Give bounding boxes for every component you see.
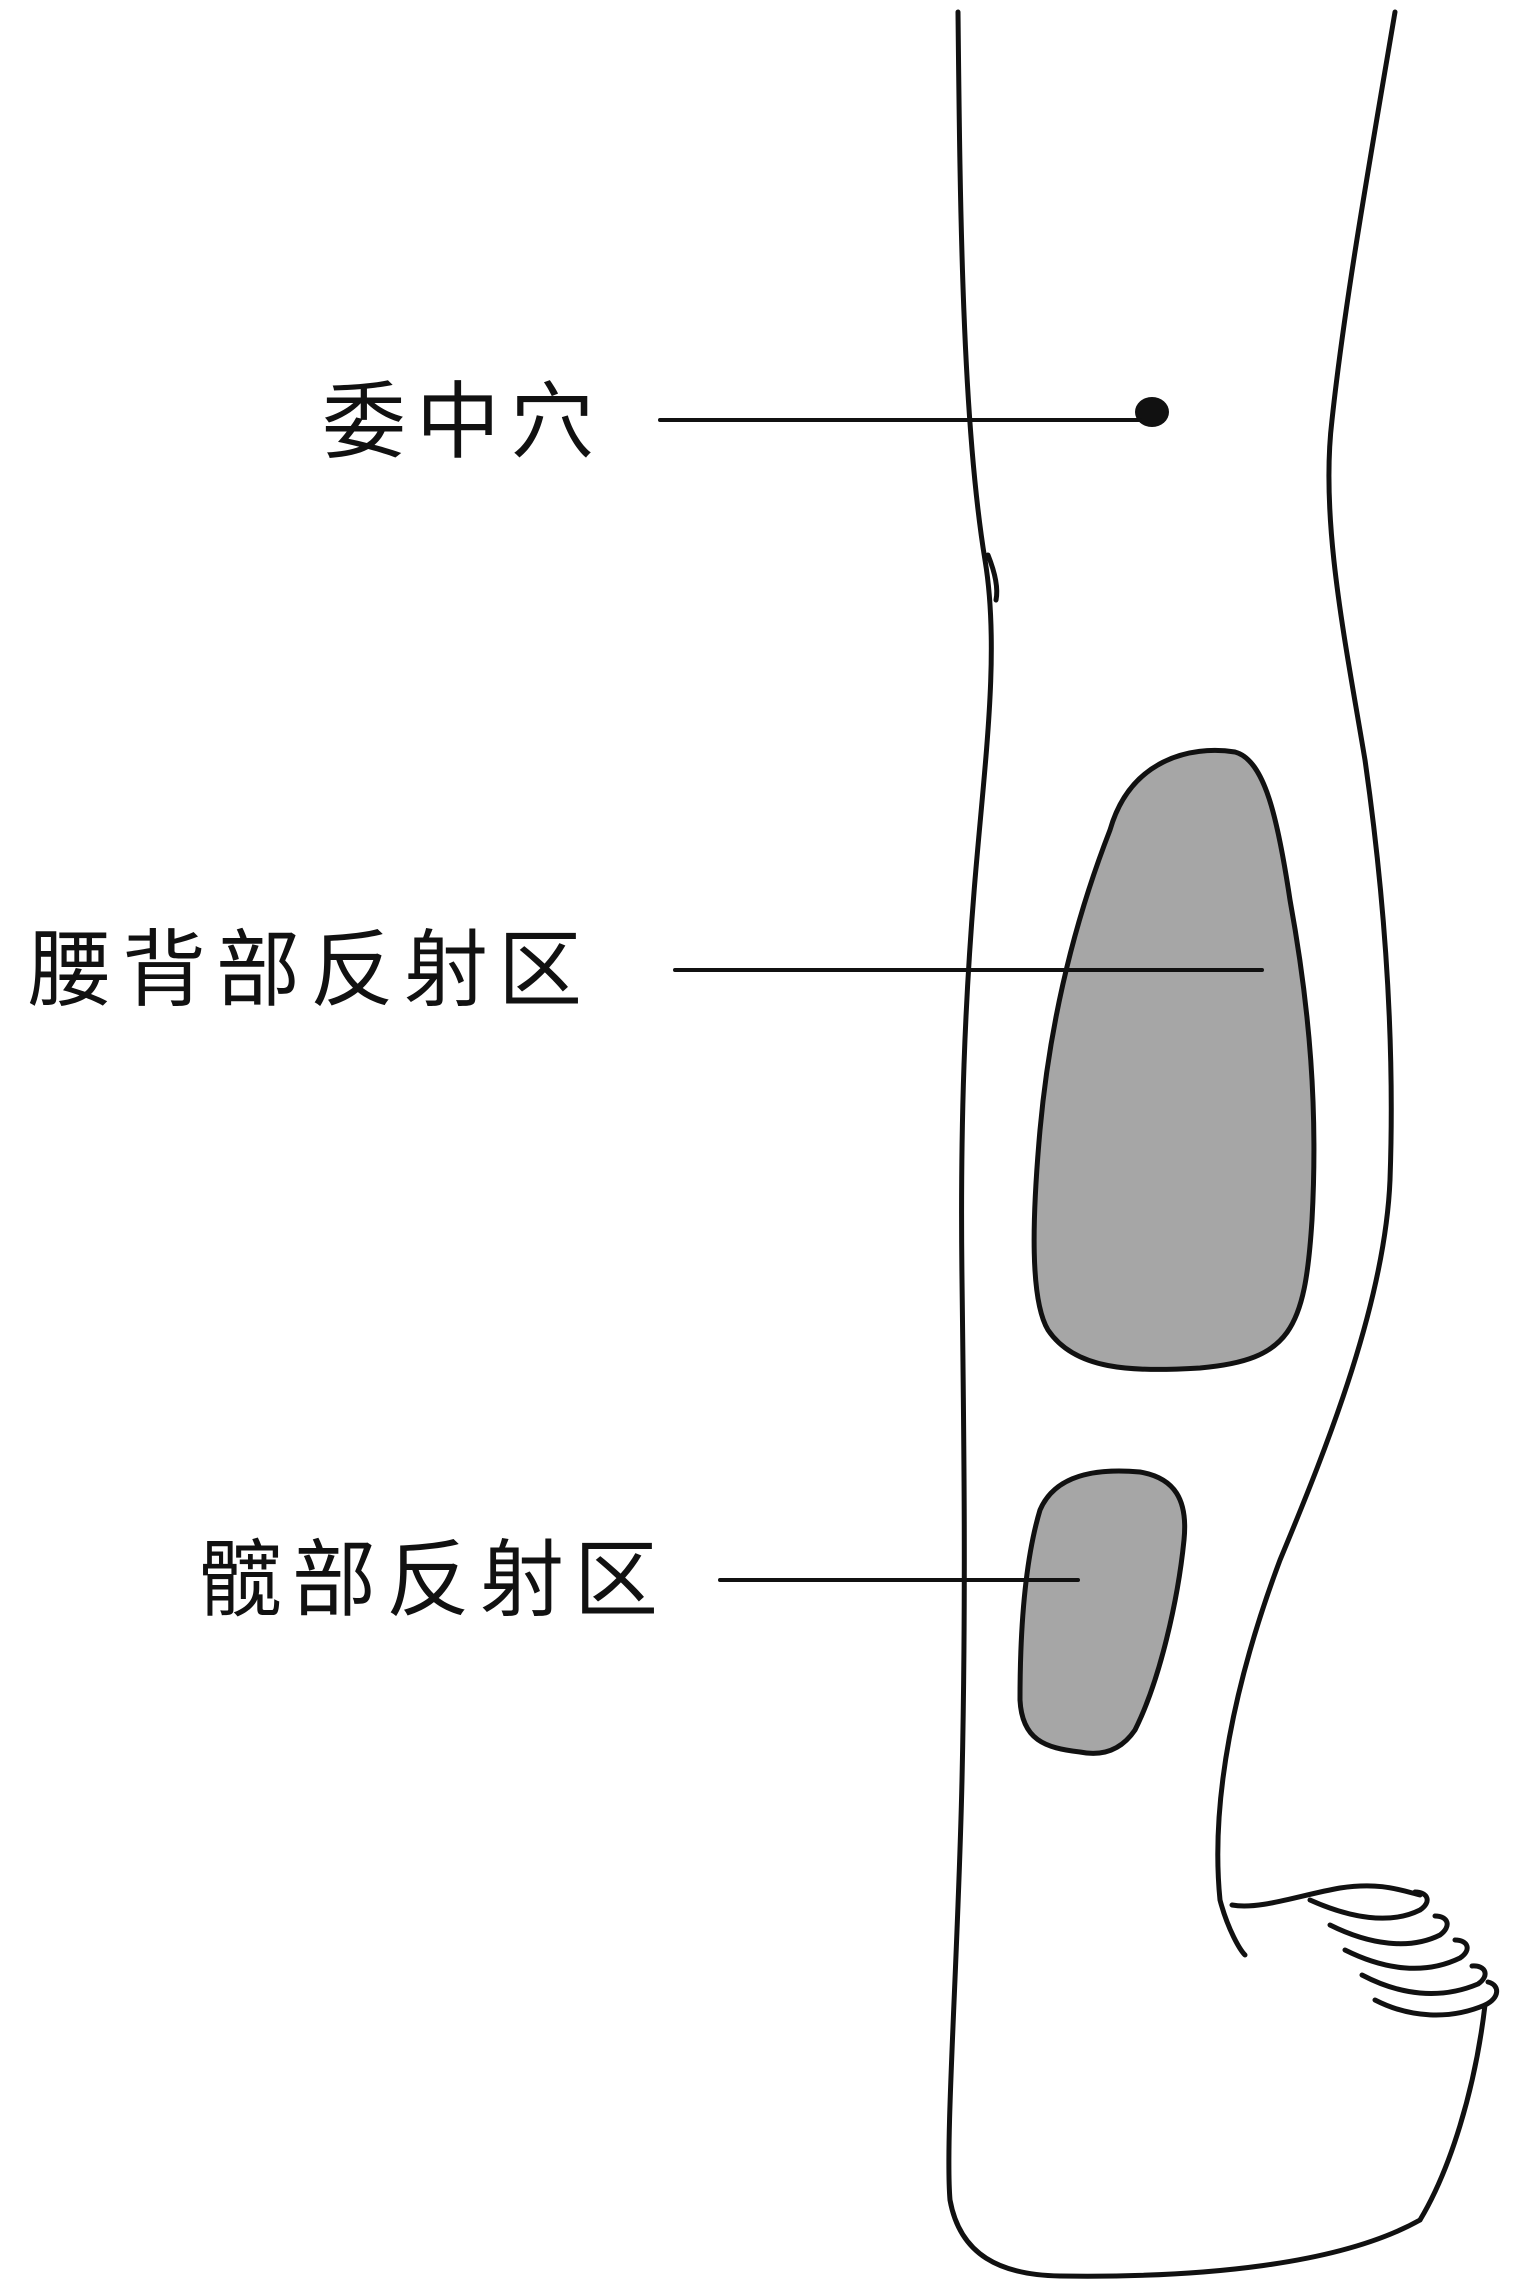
toe-4 — [1359, 1963, 1488, 1996]
lumbar-back-reflex-zone — [1031, 747, 1317, 1372]
toe-1 — [1307, 1889, 1430, 1921]
hip-reflex-zone — [1017, 1468, 1188, 1756]
foot-top — [1229, 1883, 1423, 1909]
toe-3 — [1342, 1937, 1470, 1971]
toe-5 — [1372, 1979, 1500, 2018]
hip-reflex-label: 髋部反射区 — [198, 1531, 669, 1629]
foot-sole — [1417, 2002, 1488, 2223]
lumbar-back-reflex-label: 腰背部反射区 — [28, 921, 593, 1019]
toe-2 — [1327, 1913, 1450, 1947]
leg-left-contour — [946, 9, 1423, 2279]
leg-right-contour — [1215, 9, 1398, 1958]
weizhong-label: 委中穴 — [322, 373, 605, 471]
knee-notch — [985, 552, 1000, 603]
weizhong-acupoint-dot — [1135, 397, 1169, 427]
